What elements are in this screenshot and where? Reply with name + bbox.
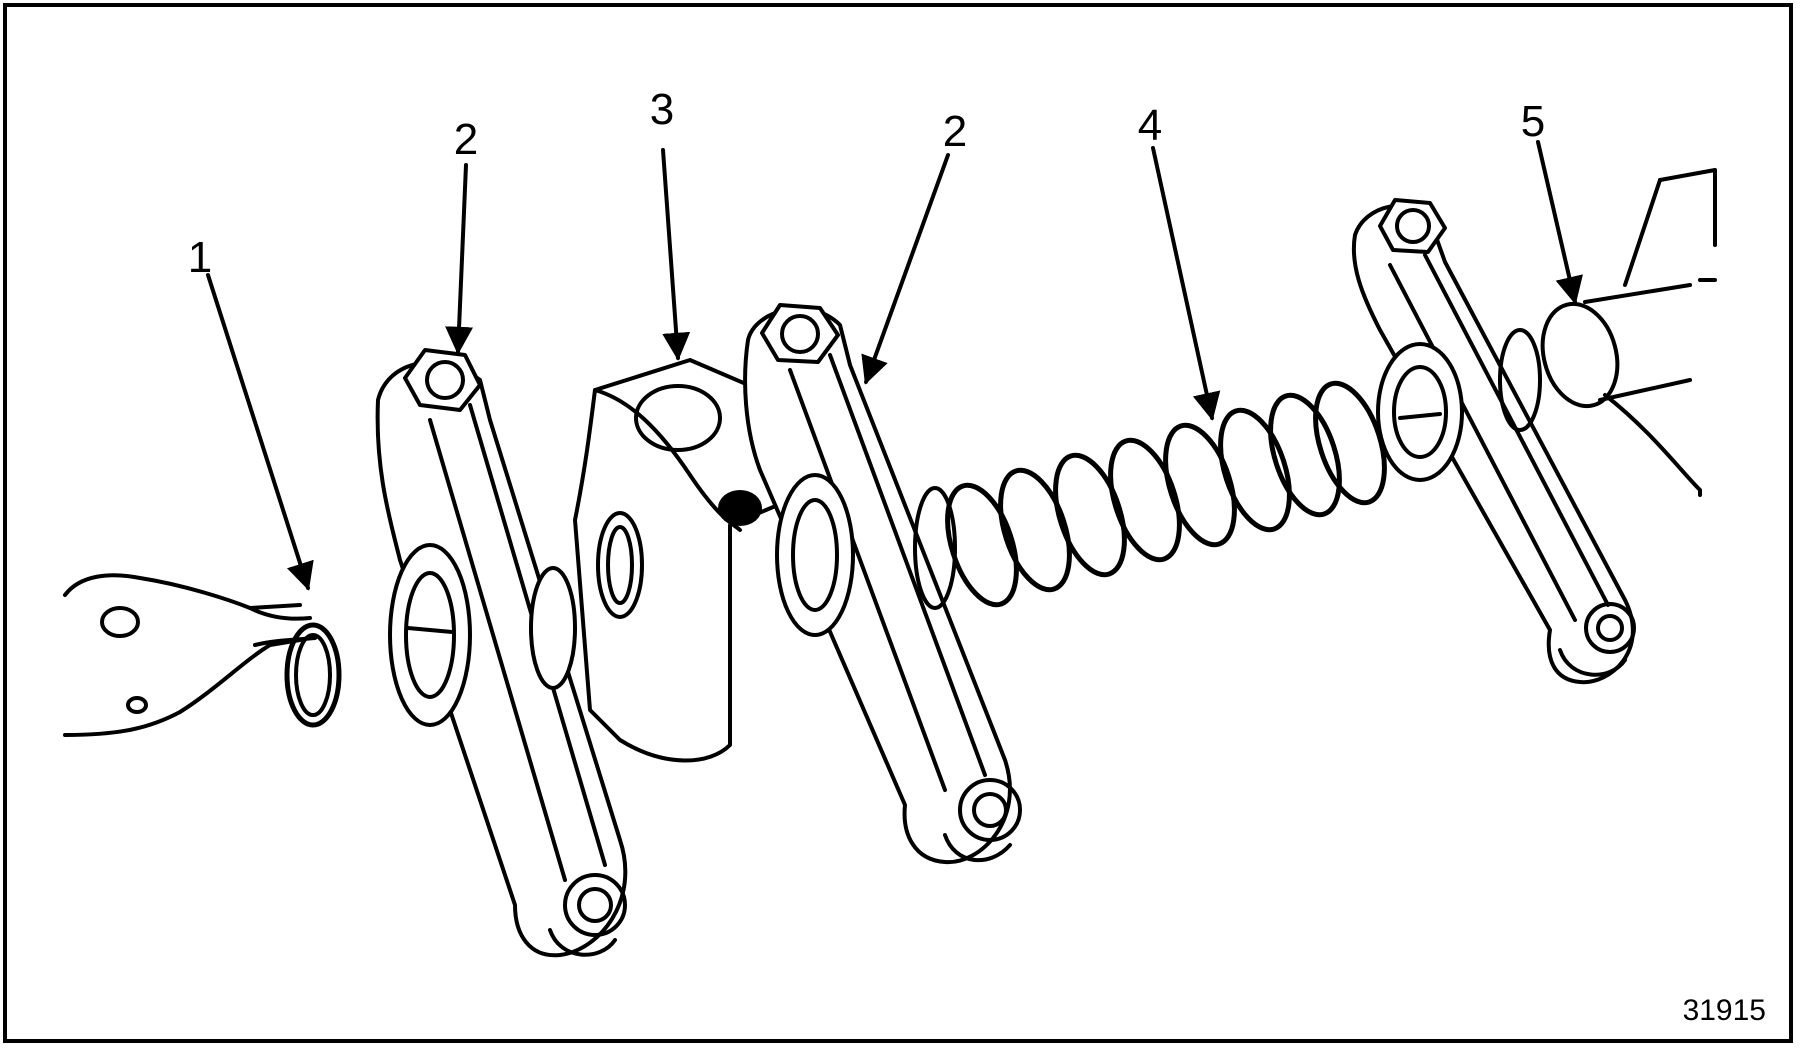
leader-1 (206, 273, 314, 591)
leader-2a (445, 163, 474, 355)
leader-2b (861, 153, 950, 385)
rocker-arm-middle (743, 303, 1022, 865)
callout-5: 5 (1520, 97, 1546, 146)
rocker-arm-right (1351, 198, 1636, 685)
callout-1: 1 (187, 233, 213, 282)
snap-ring (284, 622, 342, 728)
rocker-arm-left (375, 348, 628, 958)
shaft-end (1623, 168, 1717, 287)
figure-number: 31915 (1682, 994, 1766, 1027)
leader-4 (1151, 146, 1221, 421)
shaft-bracket (63, 573, 317, 737)
callout-4: 4 (1137, 101, 1163, 150)
leader-lines (206, 140, 1583, 591)
end-plug (1540, 283, 1702, 497)
coil-spring (945, 380, 1387, 608)
callout-2-left: 2 (453, 115, 479, 164)
callout-3: 3 (649, 85, 675, 134)
leader-5 (1536, 140, 1583, 305)
rocker-bracket (573, 358, 792, 763)
leader-3 (661, 148, 691, 361)
callout-2-middle: 2 (942, 107, 968, 156)
